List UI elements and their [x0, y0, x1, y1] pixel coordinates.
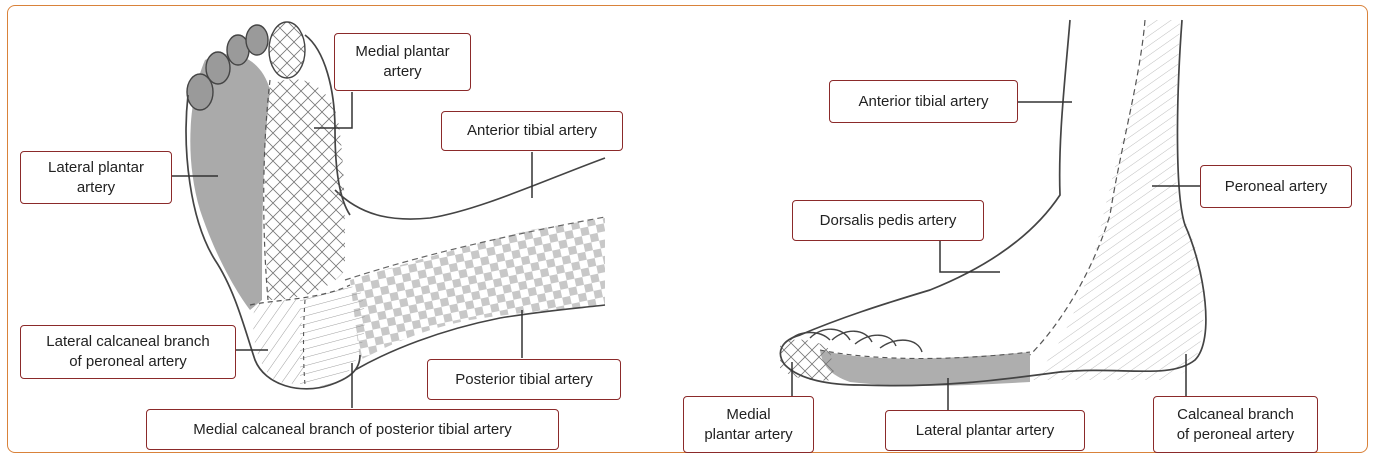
posterior-tibial-zone: [350, 218, 605, 360]
label-lateral-plantar-artery-right: Lateral plantar artery: [885, 410, 1085, 451]
label-lateral-calcaneal-branch: Lateral calcaneal branch of peroneal art…: [20, 325, 236, 379]
medial-plantar-zone: [265, 79, 345, 300]
label-posterior-tibial-artery: Posterior tibial artery: [427, 359, 621, 400]
leg-upper-outline: [335, 158, 605, 219]
label-peroneal-artery: Peroneal artery: [1200, 165, 1352, 208]
label-dorsalis-pedis-artery: Dorsalis pedis artery: [792, 200, 984, 241]
label-lateral-plantar-artery-left: Lateral plantar artery: [20, 151, 172, 204]
medial-plantar-zone-lateral: [780, 340, 835, 381]
label-calcaneal-branch-peroneal: Calcaneal branch of peroneal artery: [1153, 396, 1318, 453]
label-medial-calcaneal-branch: Medial calcaneal branch of posterior tib…: [146, 409, 559, 450]
label-medial-plantar-artery-right: Medial plantar artery: [683, 396, 814, 453]
label-anterior-tibial-artery-right: Anterior tibial artery: [829, 80, 1018, 123]
medial-calcaneal-zone: [300, 286, 365, 387]
label-anterior-tibial-artery-left: Anterior tibial artery: [441, 111, 623, 151]
label-medial-plantar-artery-left: Medial plantar artery: [334, 33, 471, 91]
